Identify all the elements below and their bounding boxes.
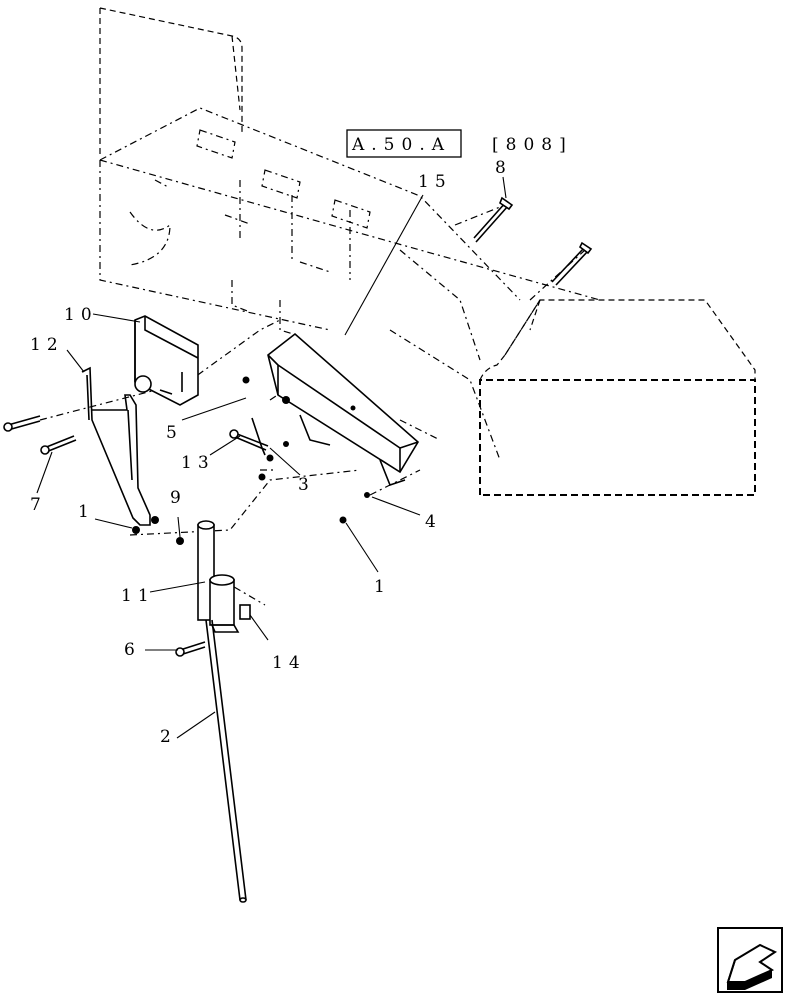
callout-12: 12 xyxy=(30,335,64,355)
callout-1: 1 xyxy=(374,577,391,597)
reference-box-label: A.50.A xyxy=(351,135,451,155)
section-reference: A.50.A [808] xyxy=(346,129,573,158)
callout-14: 14 xyxy=(272,653,306,673)
mounting-bracket xyxy=(81,366,159,534)
long-bolt xyxy=(551,241,593,286)
callout-13: 13 xyxy=(181,453,215,473)
pedal-shaft-assembly xyxy=(197,520,251,903)
reference-box xyxy=(346,129,462,158)
long-bolt xyxy=(473,196,514,243)
bolt xyxy=(175,641,206,657)
control-box xyxy=(134,315,199,406)
cover-box xyxy=(267,332,420,486)
back-arrow-icon[interactable] xyxy=(717,927,783,993)
callout-10: 10 xyxy=(64,305,98,325)
callouts: 15 8 10 12 5 13 3 7 9 1 4 1 11 6 14 2 xyxy=(30,158,512,747)
callout-8: 8 xyxy=(495,158,512,178)
callout-4: 4 xyxy=(425,512,442,532)
callout-5: 5 xyxy=(166,423,183,443)
callout-9: 9 xyxy=(170,488,187,508)
callout-15: 15 xyxy=(418,172,452,192)
leader-lines xyxy=(36,176,507,739)
callout-11: 11 xyxy=(121,586,155,606)
phantom-chassis xyxy=(99,7,756,496)
callout-3: 3 xyxy=(298,475,315,495)
hardware xyxy=(176,376,370,545)
bolt xyxy=(3,415,41,432)
reference-bracket-label: [808] xyxy=(492,135,573,155)
callout-7: 7 xyxy=(30,495,47,515)
callout-6: 6 xyxy=(124,640,141,660)
callout-2: 2 xyxy=(160,727,177,747)
bolt xyxy=(40,435,77,455)
callout-1: 1 xyxy=(78,502,95,522)
